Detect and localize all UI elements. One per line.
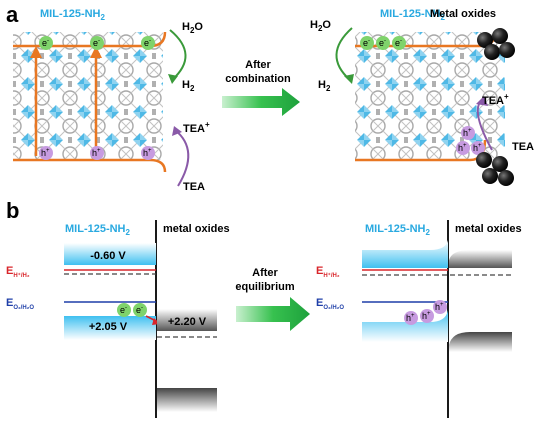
electron-band-2: e- [133,303,147,317]
hydrogen-label-right: H2 [318,79,331,93]
valence-band-line-left [13,158,167,173]
vb-band-right [362,310,448,342]
svg-text:e-: e- [144,38,151,48]
band-oxide-title-left: metal oxides [163,223,230,235]
hole-left-3: h+ [141,146,155,160]
equilibrium-label-1: After [252,267,278,279]
cb-value-label: -0.60 V [90,250,126,262]
equilibrium-arrow: After equilibrium [235,267,310,331]
svg-text:e-: e- [120,305,127,315]
electron-left-3: e- [141,36,155,50]
equilibrium-label-2: equilibrium [235,281,295,293]
hole-band-2: h+ [420,309,434,323]
oxide-vb-band-left [157,388,217,412]
excitation-arrowhead-1 [30,46,42,58]
tea-label-right: TEA [512,141,534,153]
svg-text:e-: e- [363,38,370,48]
cb-band-left [64,243,156,265]
electron-right-3: e- [392,36,406,50]
hole-right-2: h+ [456,141,470,155]
svg-text:h+: h+ [473,143,482,153]
electron-right-2: e- [376,36,390,50]
vb-value-label: +2.05 V [89,321,128,333]
svg-text:e-: e- [379,38,386,48]
band-mof-title-right: MIL-125-NH2 [365,223,431,237]
o-potential-label-left: EO₂/H₂O [6,297,34,311]
hole-left-1: h+ [39,146,53,160]
mof-framework-right: MIL-125-NH2 e- e- e- h+ h+ h+ H2O H2 Met… [310,8,534,186]
water-reduction-curve-right [335,27,353,81]
oxide-vb-band-right [449,332,512,352]
svg-text:h+: h+ [406,313,415,323]
tea-plus-label-right: TEA+ [482,92,509,107]
svg-text:e-: e- [93,38,100,48]
combination-label-2: combination [225,73,291,85]
vb-band-left [64,316,156,340]
band-diagram-right: MIL-125-NH2 metal oxides EH⁺/H₂ EO₂/H₂O … [316,220,522,418]
water-reduction-curve-left [169,29,187,81]
o-potential-label-right: EO₂/H₂O [316,297,344,311]
hydrogen-label-left: H2 [182,79,195,93]
h-potential-label-left: EH⁺/H₂ [6,265,30,279]
equilibrium-arrow-shape [236,297,310,331]
oxide-vb-value-label: +2.20 V [168,316,207,328]
mof-title-left: MIL-125-NH2 [40,8,106,22]
hole-band-3: h+ [433,300,447,314]
water-label-right: H2O [310,19,331,33]
svg-text:h+: h+ [422,311,431,321]
mof-structure-right [355,32,505,160]
band-mof-title-left: MIL-125-NH2 [65,223,131,237]
band-diagram-left: MIL-125-NH2 metal oxides -0.60 V +2.05 V… [6,220,230,418]
metal-oxide-cluster-top [477,28,515,60]
svg-text:e-: e- [395,38,402,48]
h-potential-label-right: EH⁺/H₂ [316,265,340,279]
electron-right-1: e- [360,36,374,50]
svg-text:h+: h+ [143,148,152,158]
svg-text:h+: h+ [92,148,101,158]
hole-right-1: h+ [461,126,475,140]
svg-text:e-: e- [42,38,49,48]
combination-label-1: After [245,59,271,71]
band-oxide-title-right: metal oxides [455,223,522,235]
electron-band-1: e- [117,303,131,317]
metal-oxides-label: Metal oxides [430,8,496,20]
hole-band-1: h+ [404,311,418,325]
electron-left-2: e- [90,36,104,50]
excitation-arrowhead-2 [90,46,102,58]
combination-arrow: After combination [222,59,300,116]
hole-left-2: h+ [90,146,104,160]
tea-label-left: TEA [183,181,205,193]
panel-a-label: a [6,2,19,27]
metal-oxide-cluster-bottom [476,152,514,186]
hole-right-3: h+ [471,141,485,155]
panel-b-label: b [6,198,19,223]
svg-text:h+: h+ [435,302,444,312]
combination-arrow-shape [222,88,300,116]
svg-text:h+: h+ [463,128,472,138]
tea-plus-label-left: TEA+ [183,120,210,135]
svg-text:h+: h+ [458,143,467,153]
svg-text:h+: h+ [41,148,50,158]
electron-left-1: e- [39,36,53,50]
cb-band-right [362,240,448,268]
oxide-cb-band-right [449,250,512,268]
mof-framework-left: MIL-125-NH2 e- e- e- h+ h+ h+ H2O H2 TEA… [13,8,210,193]
mof-title-right: MIL-125-NH2 [380,8,446,22]
tea-oxidation-curve-left [174,129,190,187]
svg-text:e-: e- [136,305,143,315]
water-label-left: H2O [182,21,203,35]
oxide-cb-band-left [157,309,217,331]
